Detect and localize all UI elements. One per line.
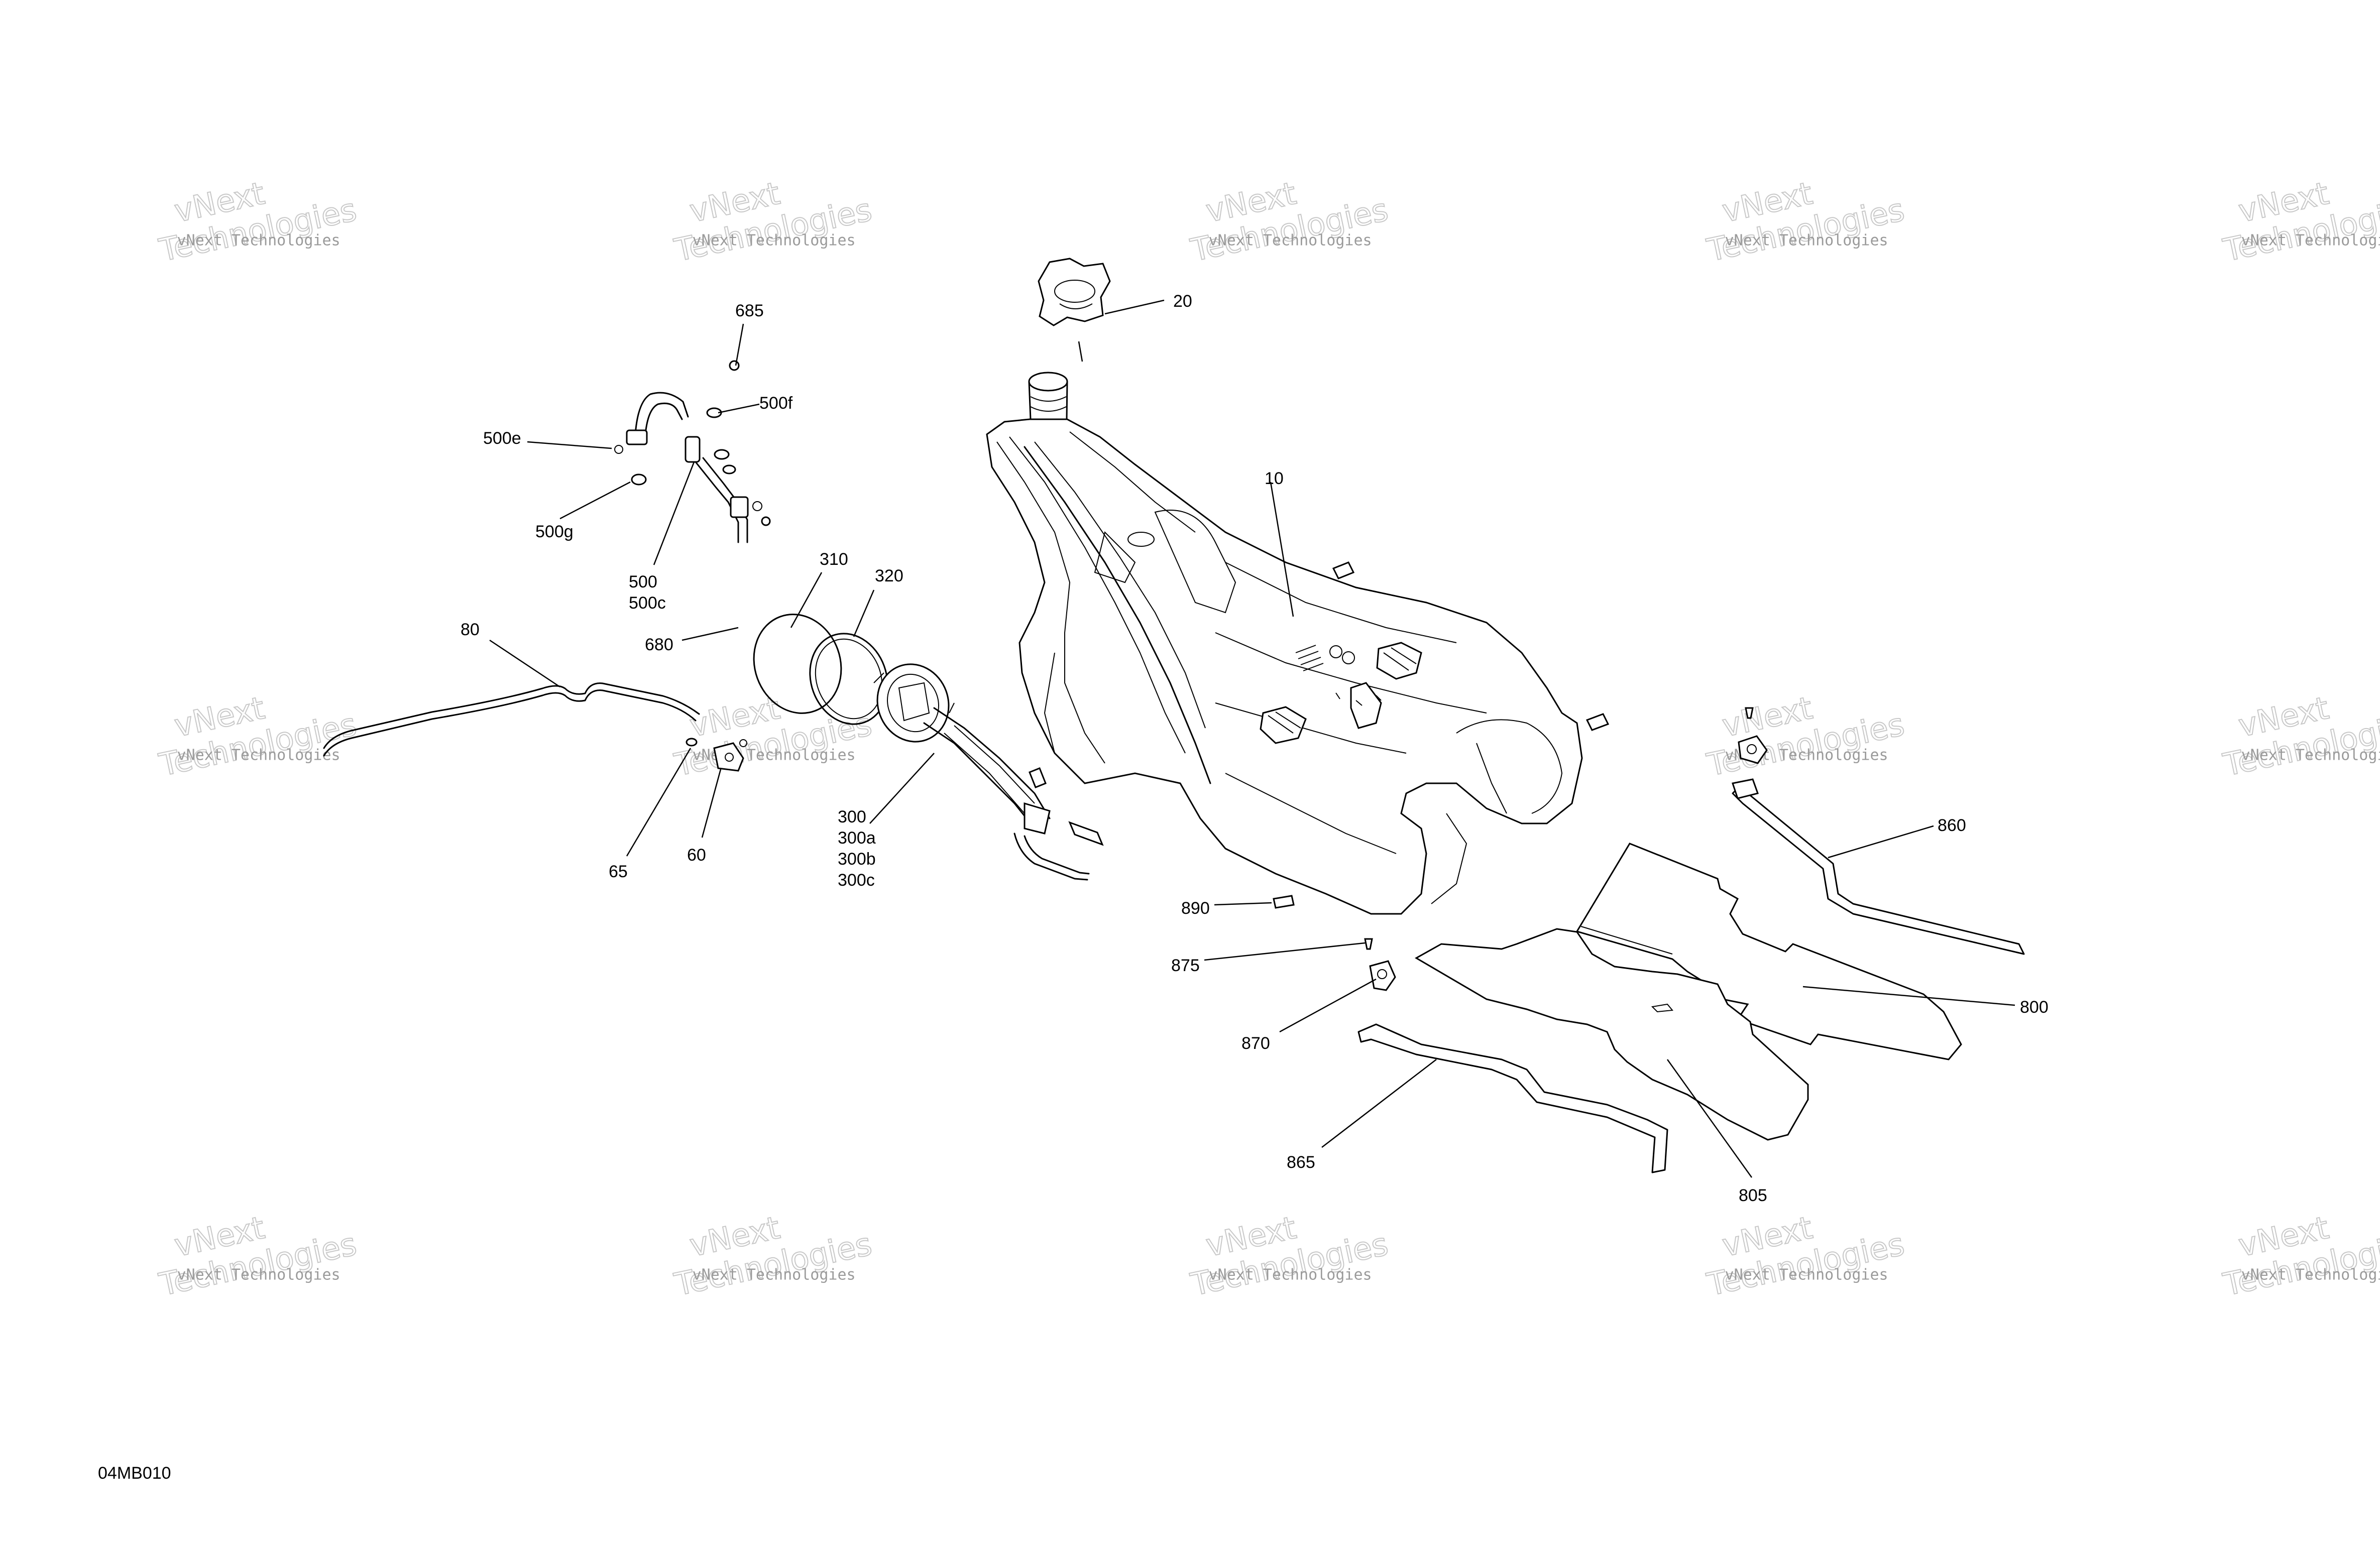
callout-20: 20 <box>1173 292 1192 311</box>
callout-500c: 500c <box>629 594 666 613</box>
leader-lines <box>489 299 2015 1178</box>
callout-300b: 300b <box>838 850 876 869</box>
callout-10: 10 <box>1265 469 1284 488</box>
callout-80: 80 <box>461 620 480 639</box>
seal-ring <box>809 633 888 725</box>
heat-shield-upper <box>1575 843 1962 1060</box>
lock-ring <box>753 614 842 714</box>
callout-300c: 300c <box>838 871 875 890</box>
callout-680: 680 <box>645 635 673 654</box>
callout-60: 60 <box>687 846 706 865</box>
callout-labels: 20 685 500f 500e 500g 500 500c 10 310 32… <box>461 292 2049 1205</box>
watermark-text: vNext Technologies <box>692 1266 855 1283</box>
watermark-text: vNext Technologies <box>2241 1266 2380 1283</box>
callout-320: 320 <box>875 566 903 585</box>
clip-860 <box>1738 707 1768 764</box>
callout-890: 890 <box>1181 899 1210 918</box>
tank-rubber-pads <box>1029 561 1610 909</box>
watermark-text: vNext Technologies <box>2241 231 2380 249</box>
figure-code: 04MB010 <box>98 1464 171 1483</box>
fuel-cap <box>1038 258 1111 326</box>
callout-300a: 300a <box>838 828 876 848</box>
watermark-text: vNext Technologies <box>177 231 340 249</box>
callout-860: 860 <box>1938 816 1966 835</box>
callout-870: 870 <box>1241 1034 1270 1053</box>
fuel-tank <box>986 372 1583 915</box>
heat-shield-lower <box>1414 928 1809 1141</box>
watermark-text: vNext Technologies <box>1725 1266 1888 1283</box>
callout-300: 300 <box>838 807 866 826</box>
strap-bracket-865 <box>1357 1023 1668 1173</box>
fuel-pump-module <box>873 663 1104 881</box>
vent-hose-assembly <box>614 360 771 543</box>
callout-310: 310 <box>820 550 848 569</box>
callout-805: 805 <box>1739 1186 1767 1205</box>
screw-875 <box>1364 938 1373 950</box>
callout-500: 500 <box>629 572 657 591</box>
watermark-text: vNext Technologies <box>692 231 855 249</box>
watermark-text: vNext Technologies <box>1208 1266 1372 1283</box>
strap-bracket-860 <box>1732 778 2025 955</box>
callout-800: 800 <box>2020 998 2049 1017</box>
callout-500e: 500e <box>483 429 521 448</box>
watermark-text: vNext Technologies <box>177 746 340 764</box>
callout-685: 685 <box>735 301 764 320</box>
watermark-text: vNext Technologies <box>2241 746 2380 764</box>
callout-500g: 500g <box>535 522 574 541</box>
clip-870 <box>1369 960 1396 991</box>
watermark-text: vNext Technologies <box>1725 231 1888 249</box>
callout-875: 875 <box>1171 956 1200 975</box>
watermark-text: vNext Technologies <box>177 1266 340 1283</box>
callout-65: 65 <box>609 862 628 881</box>
watermark-text: vNext Technologies <box>1208 231 1372 249</box>
callout-500f: 500f <box>759 394 793 413</box>
callout-865: 865 <box>1287 1153 1315 1172</box>
